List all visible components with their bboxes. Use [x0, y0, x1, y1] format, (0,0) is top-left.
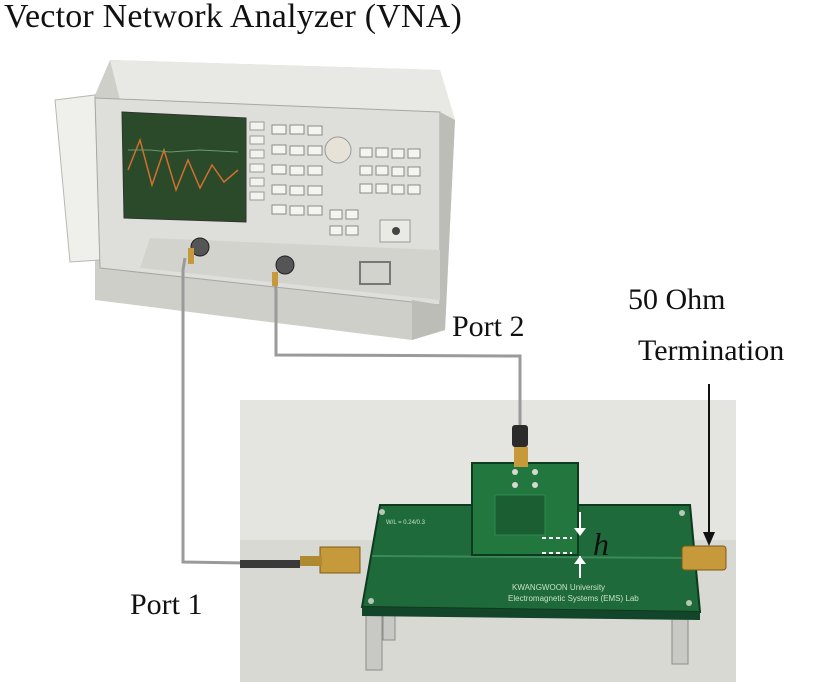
port-2-label: Port 2: [452, 310, 525, 343]
svg-text:Electromagnetic Systems (EMS): Electromagnetic Systems (EMS) Lab: [508, 594, 639, 603]
svg-text:W/L = 0.24/0.3: W/L = 0.24/0.3: [386, 520, 426, 526]
port-2-cable: [273, 279, 522, 425]
figure-title: Vector Network Analyzer (VNA): [4, 0, 463, 35]
fixture-legs: [365, 599, 689, 671]
termination-load: [681, 545, 727, 571]
port-1-sma-connector: [319, 546, 361, 574]
vna-knob: [324, 136, 352, 164]
termination-arrow: [703, 384, 715, 546]
height-symbol: h: [593, 526, 609, 562]
vna-instrument: [54, 60, 455, 340]
termination-label-line2: Termination: [638, 334, 785, 367]
port-1-label: Port 1: [130, 588, 203, 621]
svg-text:KWANGWOON University: KWANGWOON University: [512, 583, 605, 592]
vna-port-1-connector: [190, 237, 210, 257]
ground-plane-pcb: [360, 504, 702, 614]
termination-label-line1: 50 Ohm: [628, 283, 726, 316]
vna-screen: [121, 111, 247, 223]
vna-port-2-connector: [275, 255, 295, 275]
